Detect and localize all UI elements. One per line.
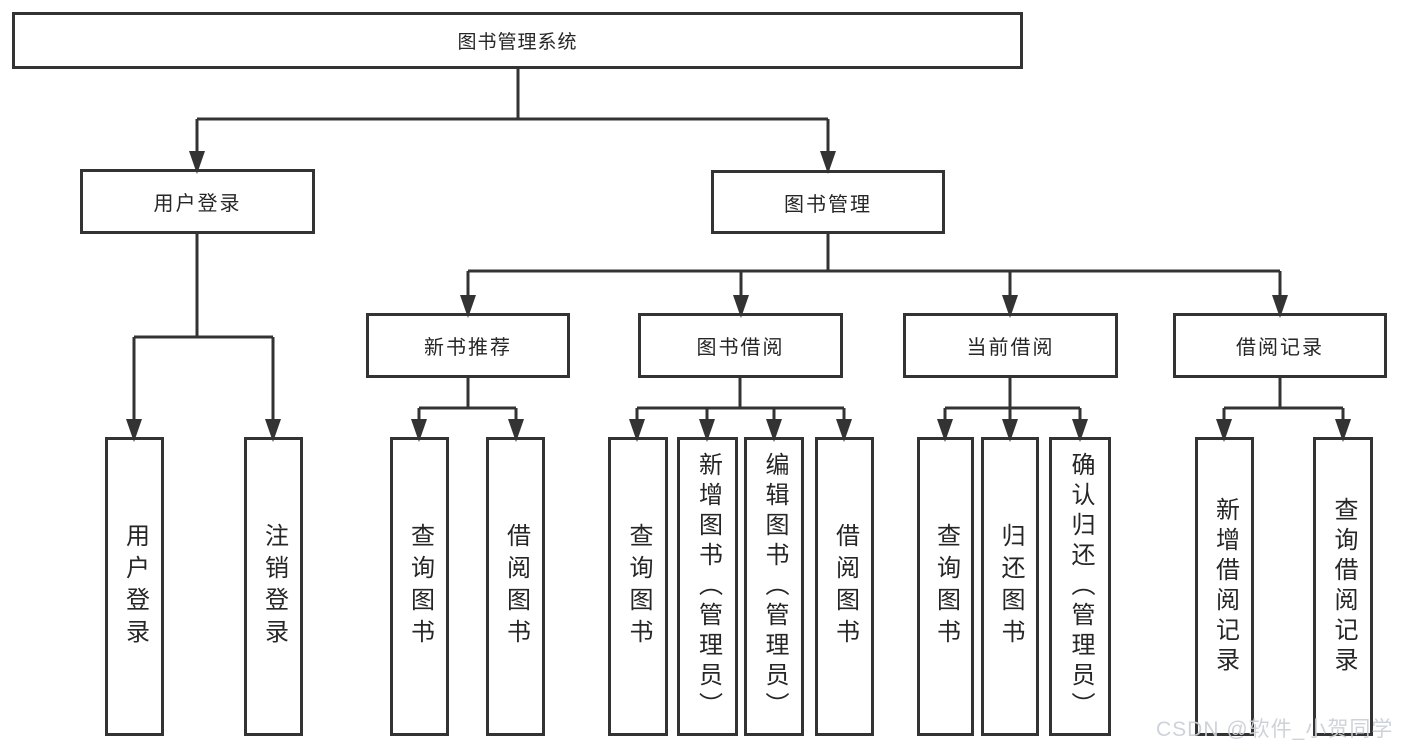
leaf-label: 确认归还（管理员） xyxy=(1067,451,1094,722)
node-label: 借阅记录 xyxy=(1236,337,1324,359)
leaf-label: 用户登录 xyxy=(121,522,149,651)
node-label: 当前借阅 xyxy=(966,337,1055,359)
leaf-add-borrow-record: 新增借阅记录 xyxy=(1195,437,1254,736)
node-book-management: 图书管理 xyxy=(711,170,945,234)
node-library-management-system: 图书管理系统 xyxy=(12,12,1023,69)
leaf-label: 查询图书 xyxy=(406,522,434,651)
leaf-add-books-admin: 新增图书（管理员） xyxy=(677,437,738,736)
leaf-label: 编辑图书（管理员） xyxy=(761,451,788,722)
node-current-borrowing: 当前借阅 xyxy=(903,313,1118,378)
leaf-confirm-return-admin: 确认归还（管理员） xyxy=(1049,437,1111,736)
node-label: 图书管理系统 xyxy=(457,32,578,53)
leaf-borrowing-query-books: 查询图书 xyxy=(608,437,668,736)
leaf-current-query-books: 查询图书 xyxy=(917,437,974,736)
leaf-label: 归还图书 xyxy=(997,522,1024,651)
node-label: 图书借阅 xyxy=(696,337,785,359)
leaf-borrow-books: 借阅图书 xyxy=(815,437,874,736)
leaf-label: 注销登录 xyxy=(260,522,288,651)
node-label: 新书推荐 xyxy=(424,337,512,359)
leaf-label: 新增借阅记录 xyxy=(1211,496,1239,677)
leaf-query-borrow-record: 查询借阅记录 xyxy=(1313,437,1373,736)
node-user-login: 用户登录 xyxy=(80,169,315,234)
leaf-return-books: 归还图书 xyxy=(981,437,1039,736)
leaf-edit-books-admin: 编辑图书（管理员） xyxy=(744,437,804,736)
leaf-recommend-query-books: 查询图书 xyxy=(390,437,449,736)
leaf-logout: 注销登录 xyxy=(244,437,303,736)
leaf-label: 借阅图书 xyxy=(831,522,859,651)
leaf-label: 查询借阅记录 xyxy=(1330,496,1357,677)
leaf-recommend-borrow-books: 借阅图书 xyxy=(486,437,545,736)
node-book-borrowing: 图书借阅 xyxy=(638,313,843,378)
leaf-label: 查询图书 xyxy=(625,522,652,651)
watermark-text: CSDN @软件_小贺同学 xyxy=(1156,718,1394,741)
leaf-label: 新增图书（管理员） xyxy=(694,451,722,722)
node-borrowing-records: 借阅记录 xyxy=(1173,313,1387,378)
leaf-label: 查询图书 xyxy=(932,522,960,651)
node-new-book-recommend: 新书推荐 xyxy=(366,313,570,378)
leaf-label: 借阅图书 xyxy=(502,522,530,651)
node-label: 用户登录 xyxy=(153,193,242,215)
leaf-user-login: 用户登录 xyxy=(105,437,164,736)
node-label: 图书管理 xyxy=(784,193,872,216)
